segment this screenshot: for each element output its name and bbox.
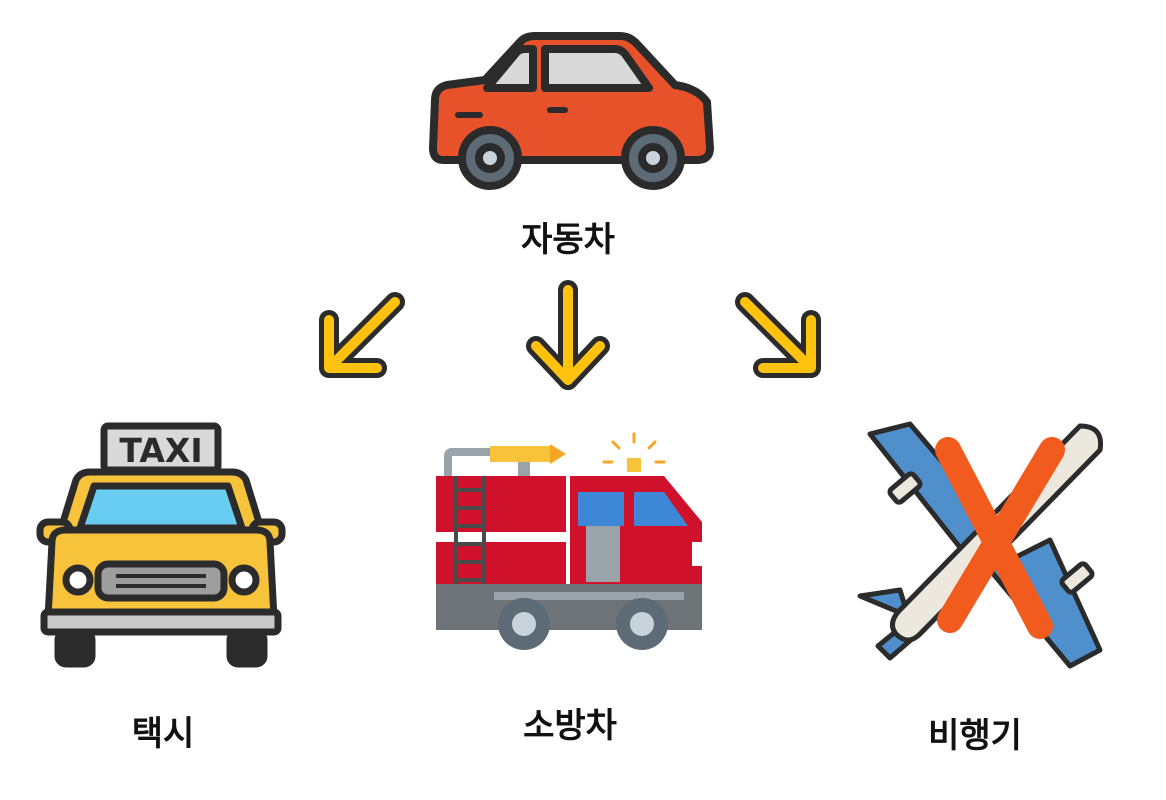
- arrow-down-right-icon: [735, 292, 821, 378]
- fire-truck-label: 소방차: [523, 706, 617, 746]
- airplane-label: 비행기: [928, 716, 1022, 756]
- arrow-right: [735, 290, 825, 380]
- airplane-node: [850, 420, 1106, 674]
- taxi-icon: TAXI: [36, 422, 286, 668]
- arrow-left: [315, 290, 405, 380]
- fire-truck-icon: [436, 432, 704, 650]
- taxi-sign-text: TAXI: [119, 431, 202, 470]
- car-icon: [429, 32, 714, 190]
- taxi-label: 택시: [131, 714, 195, 754]
- arrow-center: [526, 280, 610, 392]
- car-label: 자동차: [521, 220, 615, 260]
- arrow-down-icon: [526, 280, 610, 390]
- taxi-node: TAXI: [36, 422, 286, 670]
- car-node: [425, 30, 715, 192]
- arrow-down-left-icon: [319, 292, 405, 378]
- airplane-icon: [857, 421, 1104, 669]
- fire-truck-node: [434, 432, 706, 654]
